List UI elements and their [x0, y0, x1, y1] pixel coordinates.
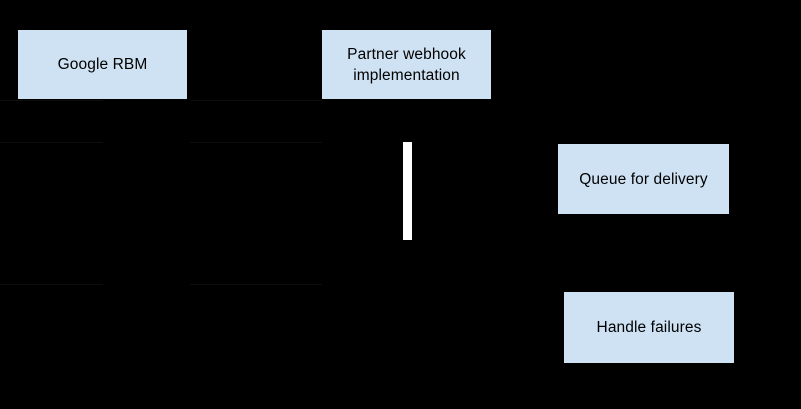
faint-guide-line — [190, 100, 322, 101]
diagram-node-label: Google RBM — [57, 56, 148, 73]
diagram-node-handle-failures[interactable]: Handle failures — [564, 292, 734, 363]
faint-guide-line — [0, 284, 103, 285]
faint-guide-line — [0, 142, 103, 143]
connector-vertical-bar — [403, 142, 412, 240]
diagram-node-queue-for-delivery[interactable]: Queue for delivery — [558, 144, 729, 214]
diagram-node-partner-webhook[interactable]: Partner webhook implementation — [322, 30, 491, 99]
diagram-node-google-rbm[interactable]: Google RBM — [18, 30, 187, 99]
faint-guide-line — [190, 142, 322, 143]
diagram-node-label: Partner webhook implementation — [347, 45, 466, 84]
diagram-node-label: Queue for delivery — [579, 170, 708, 188]
faint-guide-line — [190, 284, 322, 285]
diagram-node-label: Handle failures — [596, 319, 702, 336]
faint-guide-line — [0, 100, 103, 101]
